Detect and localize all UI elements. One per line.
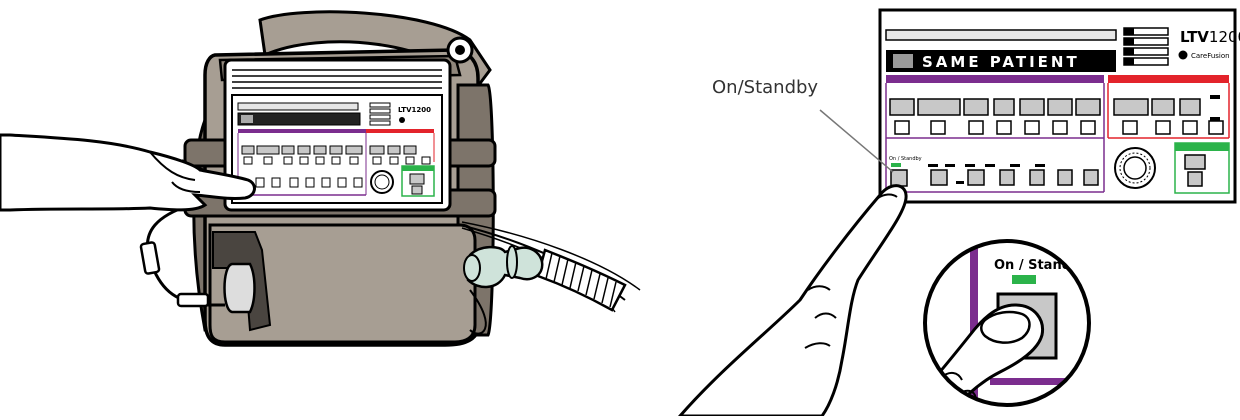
on-standby-button-small [891,170,907,186]
ventilator-in-bag: LTV1200 [0,12,640,345]
brand-label: CareFusion [1191,52,1230,60]
pointing-hand [680,186,906,416]
small-model-label: LTV1200 [398,106,431,114]
small-on-standby-label: On / Standby [889,156,922,162]
same-patient-text: SAME PATIENT [922,53,1080,71]
control-panel-detail: LTV1200 CareFusion SAME PATIENT [680,10,1240,416]
zoom-detail: On / Standby [905,240,1090,416]
small-knob [371,171,393,193]
on-standby-callout: On/Standby [712,77,818,98]
model-label: LTV1200 [1180,28,1240,46]
zoom-on-standby-label: On / Standby [994,258,1089,273]
brand-logo-icon [1179,51,1188,60]
